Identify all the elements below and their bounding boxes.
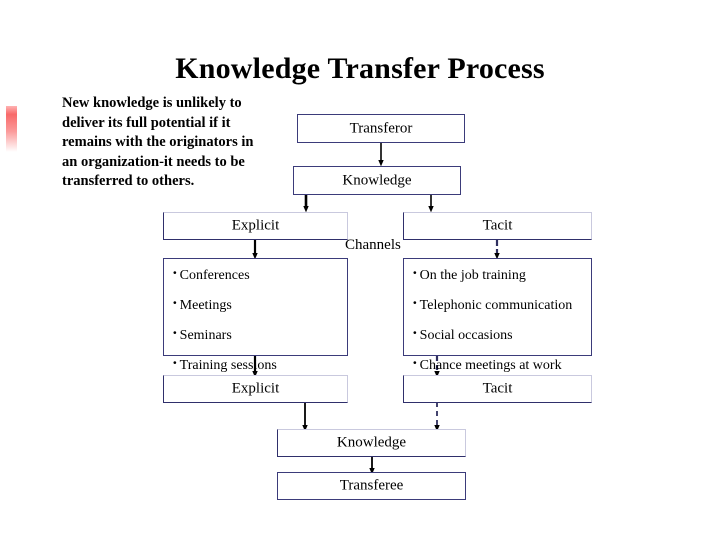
node-transferee[interactable]: Transferee bbox=[277, 472, 466, 500]
node-transferee-label: Transferee bbox=[339, 477, 404, 494]
accent-bar-decoration bbox=[6, 106, 17, 152]
node-tacit-top-label: Tacit bbox=[482, 217, 513, 234]
list-item: Chance meetings at work bbox=[412, 355, 591, 374]
intro-paragraph: New knowledge is unlikely to deliver its… bbox=[62, 95, 254, 189]
node-transferor[interactable]: Transferor bbox=[297, 114, 465, 143]
list-item: Conferences bbox=[172, 265, 347, 284]
node-knowledge-bottom[interactable]: Knowledge bbox=[277, 429, 466, 457]
list-item: Telephonic communication bbox=[412, 295, 591, 314]
node-explicit-bottom[interactable]: Explicit bbox=[163, 375, 348, 403]
node-knowledge-bottom-label: Knowledge bbox=[336, 434, 407, 451]
explicit-channels-list: Conferences Meetings Seminars Training s… bbox=[172, 265, 347, 374]
node-explicit-top[interactable]: Explicit bbox=[163, 212, 348, 240]
list-item: On the job training bbox=[412, 265, 591, 284]
page-title: Knowledge Transfer Process bbox=[175, 52, 545, 85]
node-transferor-label: Transferor bbox=[349, 120, 413, 136]
list-item: Meetings bbox=[172, 295, 347, 314]
node-tacit-bottom-label: Tacit bbox=[482, 380, 513, 397]
channels-caption: Channels bbox=[345, 237, 401, 253]
tacit-channels-list: On the job training Telephonic communica… bbox=[412, 265, 591, 374]
node-tacit-bottom[interactable]: Tacit bbox=[403, 375, 592, 403]
explicit-channels-box: Conferences Meetings Seminars Training s… bbox=[163, 258, 348, 373]
list-item: Training sessions bbox=[172, 355, 347, 374]
node-tacit-top[interactable]: Tacit bbox=[403, 212, 592, 240]
node-knowledge-top[interactable]: Knowledge bbox=[293, 166, 461, 195]
list-item: Social occasions bbox=[412, 325, 591, 344]
node-explicit-bottom-label: Explicit bbox=[231, 380, 280, 397]
tacit-channels-box: On the job training Telephonic communica… bbox=[403, 258, 592, 373]
list-item: Seminars bbox=[172, 325, 347, 344]
node-explicit-top-label: Explicit bbox=[231, 217, 280, 234]
node-knowledge-top-label: Knowledge bbox=[342, 172, 412, 188]
